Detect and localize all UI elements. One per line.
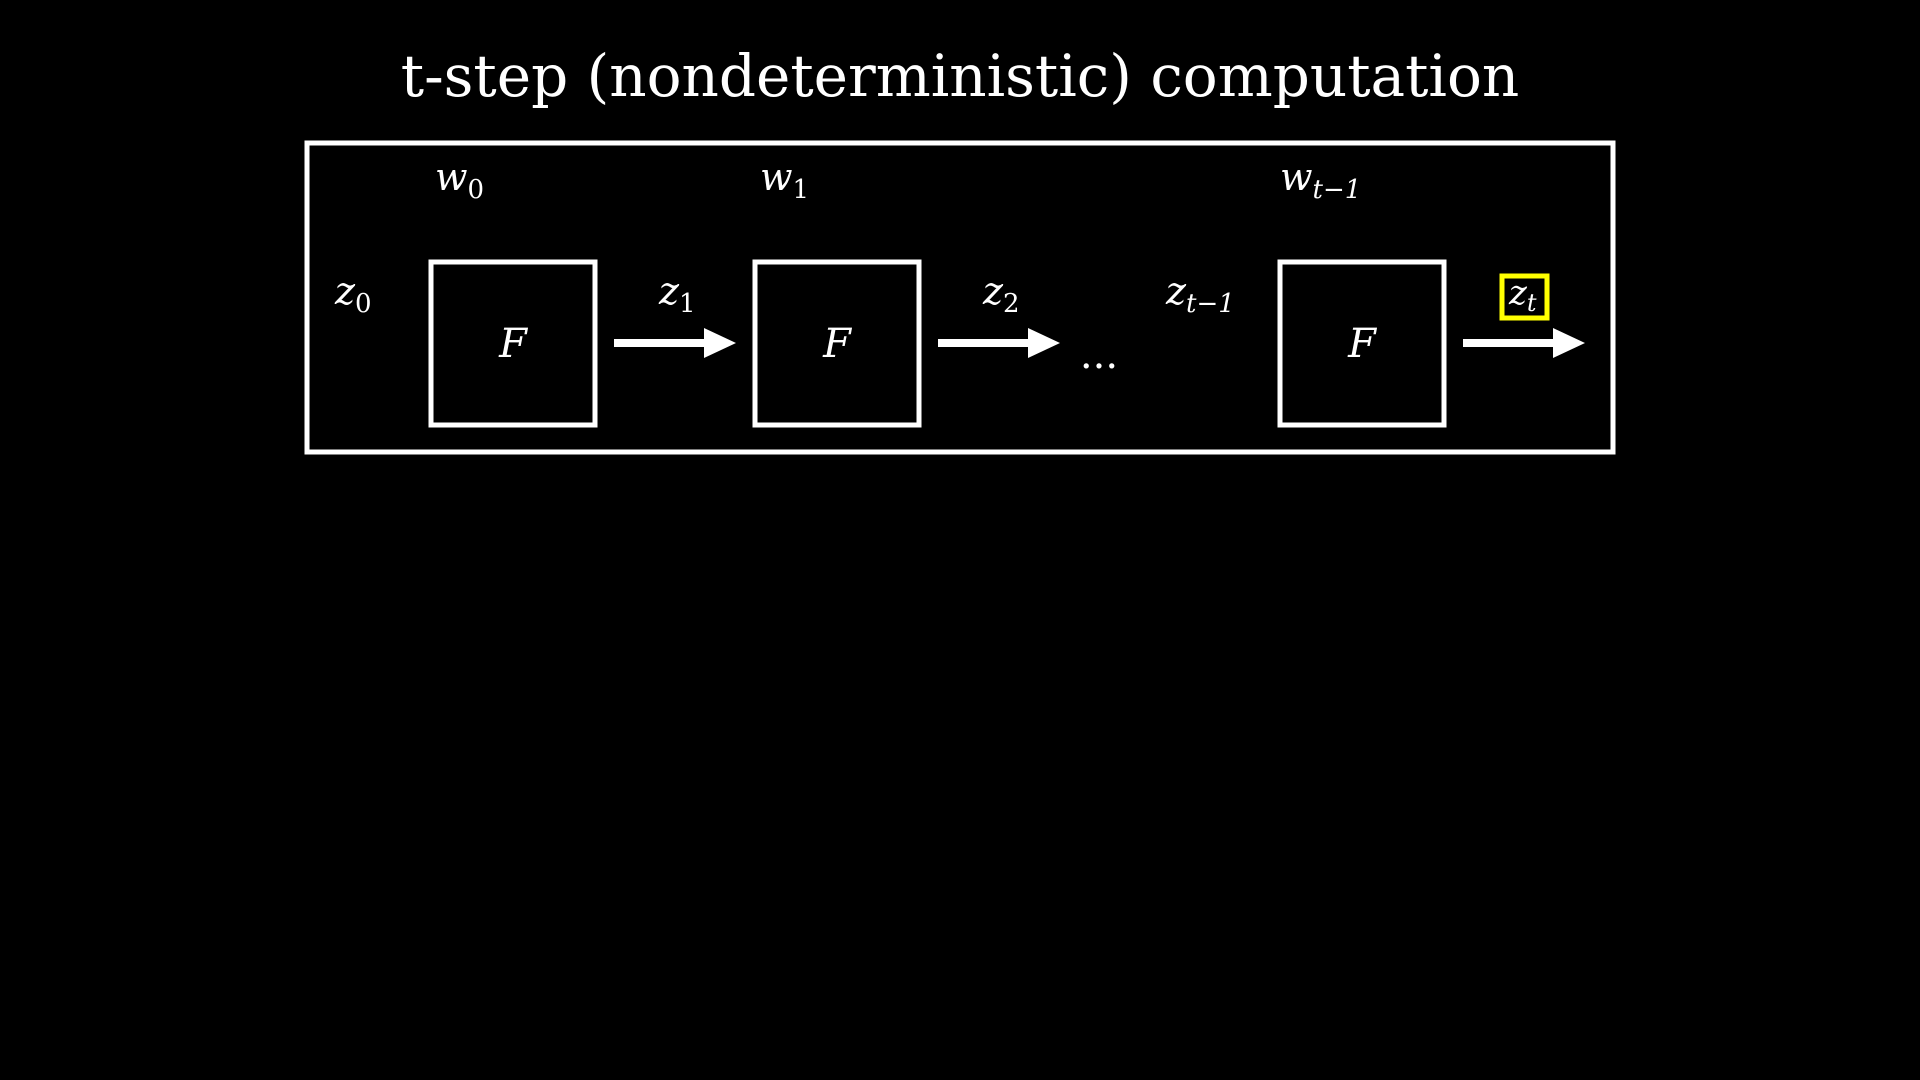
input-label-w1: w1 (760, 155, 809, 205)
arrow-2 (938, 328, 1060, 358)
function-label-3: F (1347, 321, 1377, 367)
state-label-z0: z0 (334, 269, 372, 319)
function-label-1: F (498, 321, 528, 367)
state-label-zt: zt (1508, 273, 1537, 317)
function-box-2 (752, 259, 922, 428)
arrow-1 (614, 328, 736, 358)
input-label-wt-1: wt−1 (1280, 155, 1361, 205)
slide-title: t-step (nondeterministic) computation (401, 42, 1519, 110)
state-label-z1: z1 (658, 269, 696, 319)
ellipsis: ... (1080, 332, 1118, 378)
function-label-2: F (822, 321, 852, 367)
output-highlight-box (1499, 273, 1550, 321)
function-box-1 (428, 259, 598, 428)
computation-frame (304, 140, 1616, 455)
function-box-3 (1277, 259, 1447, 428)
input-label-w0: w0 (435, 155, 484, 205)
state-label-zt-1: zt−1 (1165, 269, 1235, 319)
state-label-z2: z2 (982, 269, 1020, 319)
arrow-3 (1463, 328, 1585, 358)
